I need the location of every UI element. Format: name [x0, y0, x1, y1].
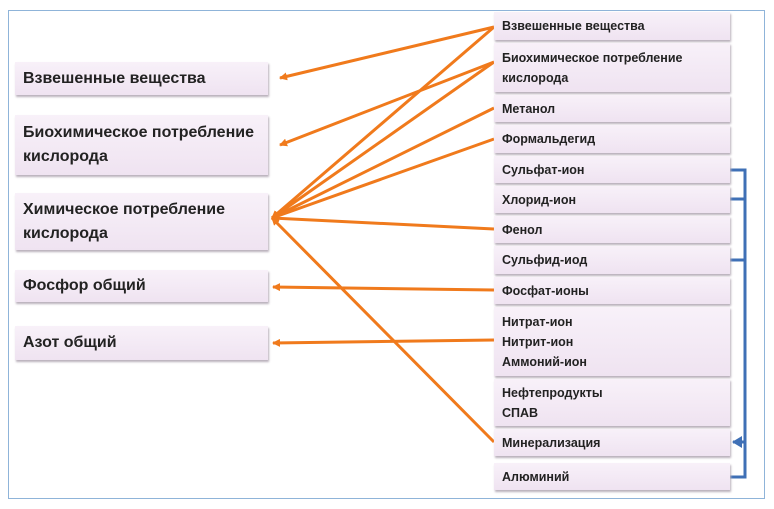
arrow-vv	[279, 25, 495, 81]
right-box: Взвешенные вещества	[494, 12, 730, 40]
left-box-bod: Биохимическое потребление кислорода	[15, 115, 268, 175]
left-box-phosphorus: Фосфор общий	[15, 270, 268, 302]
left-box-cod: Химическое потребление кислорода	[15, 193, 268, 250]
left-box-suspended: Взвешенные вещества	[15, 62, 268, 95]
right-box: Хлорид-ион	[494, 186, 730, 213]
left-box-nitrogen: Азот общий	[15, 326, 268, 360]
arrow-nitrogen	[272, 338, 495, 347]
arrow-phenol	[271, 214, 495, 231]
right-box: Сульфат-ион	[494, 156, 730, 183]
right-box: Формальдегид	[494, 125, 730, 153]
right-box: Фенол	[494, 216, 730, 243]
right-box: Метанол	[494, 95, 730, 122]
arrow-phosphate	[272, 283, 495, 292]
arrow-bpk-hpk	[271, 60, 495, 220]
right-box: Сульфид-иод	[494, 246, 730, 274]
arrow-metanol	[271, 106, 495, 220]
blue-bracket	[730, 168, 747, 479]
right-box: Биохимическое потребление кислорода	[494, 43, 730, 92]
arrow-mineral	[270, 216, 496, 444]
right-box: Алюминий	[494, 463, 730, 490]
arrow-bpk	[279, 60, 495, 147]
right-box: Фосфат-ионы	[494, 277, 730, 304]
right-box: Нефтепродукты СПАВ	[494, 379, 730, 426]
arrow-vv-hpk	[271, 25, 495, 220]
diagram-frame	[8, 10, 765, 499]
right-box: Нитрат-ион Нитрит-ион Аммоний-ион	[494, 307, 730, 376]
right-box: Минерализация	[494, 429, 730, 456]
arrow-formaldehyde	[271, 137, 495, 220]
